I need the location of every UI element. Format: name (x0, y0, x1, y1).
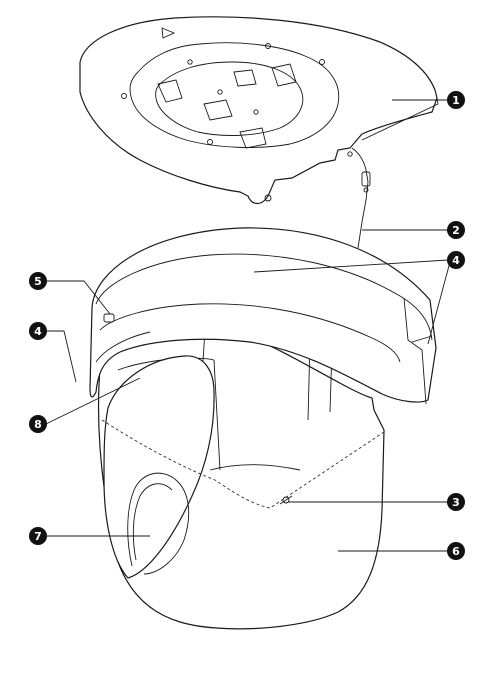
svg-text:4: 4 (452, 254, 460, 267)
tally-lamp (103, 313, 115, 323)
mounting-area-outline (101, 419, 385, 509)
callout-4-left: 4 (29, 322, 47, 340)
callout-2: 2 (447, 221, 465, 239)
callout-5: 5 (29, 272, 47, 290)
callout-3: 3 (447, 493, 465, 511)
mount-bracket (79, 16, 439, 205)
lens-head (103, 355, 215, 579)
dome-cover (89, 227, 437, 405)
svg-text:3: 3 (452, 496, 460, 509)
callout-8: 8 (29, 415, 47, 433)
svg-text:2: 2 (452, 224, 460, 237)
callout-6: 6 (447, 542, 465, 560)
svg-text:8: 8 (34, 418, 42, 431)
mount-screw-hole (282, 496, 290, 504)
callout-7: 7 (29, 527, 47, 545)
callout-1: 1 (447, 91, 465, 109)
svg-text:5: 5 (34, 275, 42, 288)
svg-text:6: 6 (452, 545, 460, 558)
leader-lines (45, 99, 451, 552)
safety-wire (351, 147, 371, 249)
svg-text:4: 4 (34, 325, 42, 338)
svg-text:1: 1 (452, 94, 460, 107)
callout-4-right: 4 (447, 251, 465, 269)
svg-text:7: 7 (34, 530, 42, 543)
